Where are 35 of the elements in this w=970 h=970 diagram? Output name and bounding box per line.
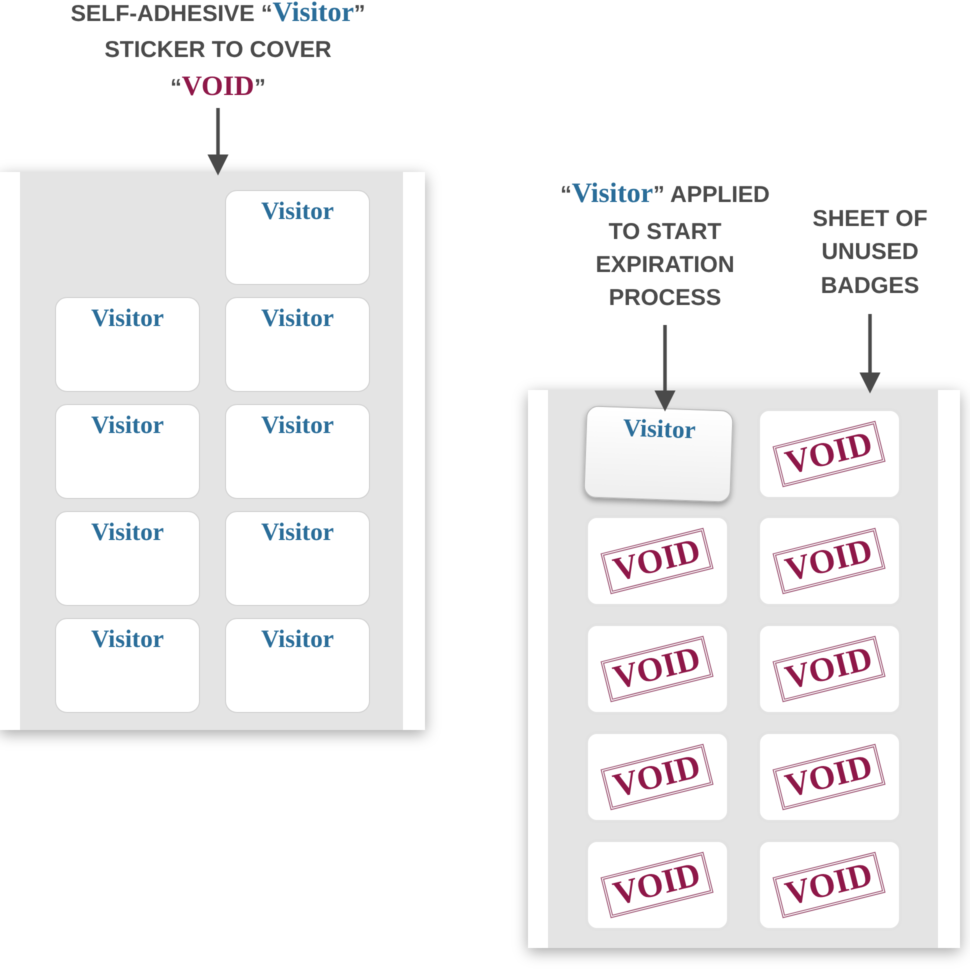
void-badge	[757, 839, 902, 931]
sticker-text: Visitor	[261, 306, 334, 331]
sticker-text: Visitor	[91, 306, 164, 331]
void-badge	[757, 515, 902, 607]
visitor-sticker	[225, 511, 370, 606]
visitor-sticker	[225, 618, 370, 713]
sticker-text: Visitor	[91, 627, 164, 652]
sticker-text: Visitor	[261, 627, 334, 652]
caption-text: SELF-ADHESIVE “Visitor” STICKER TO COVER “VOID”	[60, 0, 376, 100]
void-badge	[757, 623, 902, 715]
caption-text: “Visitor” APPLIED TO START EXPIRATION PROCESS	[545, 172, 785, 317]
arrow	[654, 325, 676, 412]
visitor-sticker	[55, 618, 200, 713]
void-badge	[585, 839, 730, 931]
sticker-text: Visitor	[261, 520, 334, 545]
visitor-sticker	[55, 297, 200, 392]
sticker-text: Visitor	[261, 199, 334, 224]
void-badge	[757, 408, 902, 500]
visitor-sticker	[225, 190, 370, 285]
arrow	[860, 314, 880, 394]
sticker-text: Visitor	[261, 413, 334, 438]
visitor-sticker	[55, 511, 200, 606]
sticker-text: Visitor	[622, 416, 696, 444]
void-badge	[757, 731, 902, 823]
visitor-sticker	[55, 404, 200, 499]
peeling-visitor-sticker	[583, 405, 734, 503]
void-badge	[585, 731, 730, 823]
visitor-sticker	[225, 404, 370, 499]
sticker-text: Visitor	[91, 413, 164, 438]
caption-text: SHEET OF UNUSED BADGES	[790, 198, 950, 306]
sticker-text: Visitor	[91, 520, 164, 545]
arrow	[208, 108, 228, 176]
visitor-sticker	[225, 297, 370, 392]
void-badge	[585, 623, 730, 715]
void-badge	[585, 515, 730, 607]
